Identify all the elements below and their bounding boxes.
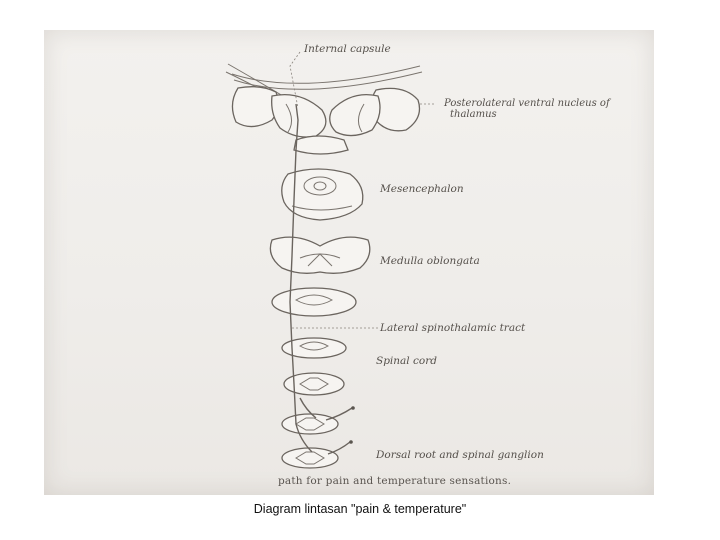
label-medulla-oblongata: Medulla oblongata <box>379 255 480 267</box>
label-spinal-cord: Spinal cord <box>376 355 437 367</box>
spinal-cord-section-2 <box>281 337 347 359</box>
label-thalamus: thalamus <box>450 109 497 120</box>
spinothalamic-tract-line <box>289 103 317 453</box>
spinal-cord-section-5 <box>281 447 339 469</box>
label-internal-capsule: Internal capsule <box>303 43 391 55</box>
mesencephalon-section <box>281 168 364 221</box>
label-dorsal-root-ganglion: Dorsal root and spinal ganglion <box>375 449 544 461</box>
label-mesencephalon: Mesencephalon <box>379 183 464 195</box>
label-thalamus-nucleus: Posterolateral ventral nucleus of <box>443 98 612 109</box>
slide-caption: Diagram lintasan "pain & temperature" <box>253 502 467 516</box>
medulla-oblongata-section <box>269 236 371 274</box>
spinal-cord-section-3 <box>283 372 345 396</box>
spinal-cord-section-4 <box>281 413 339 435</box>
label-lateral-spinothalamic-tract: Lateral spinothalamic tract <box>379 322 526 334</box>
spinal-cord-section-1 <box>271 287 357 317</box>
figure-footer-text: path for pain and temperature sensations… <box>278 475 511 487</box>
dorsal-root-fibers <box>325 406 355 455</box>
thalamus-shape <box>231 86 421 155</box>
